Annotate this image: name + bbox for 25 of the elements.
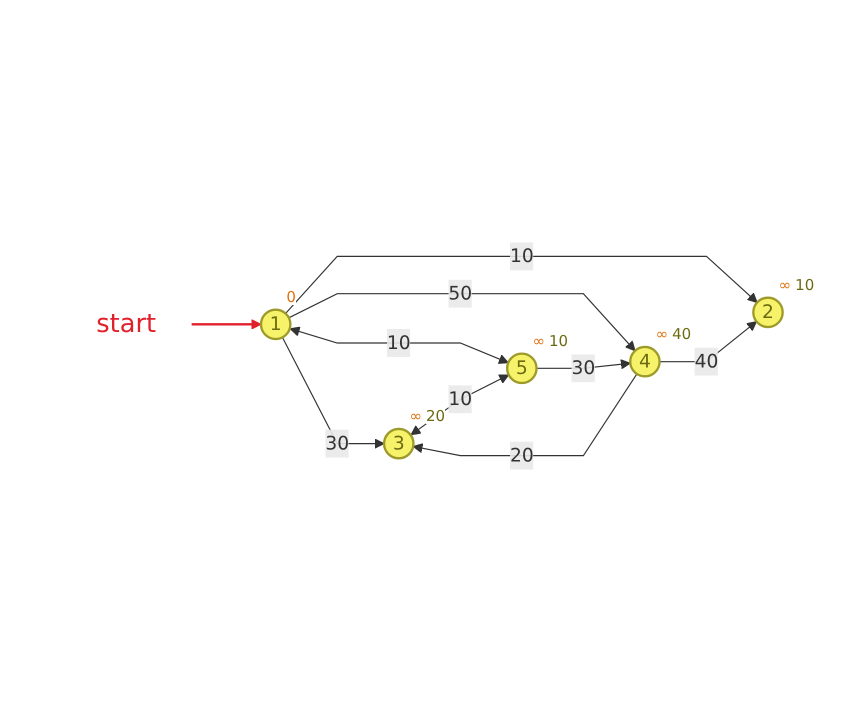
edge-label: 40: [694, 350, 718, 372]
arrow: [191, 319, 262, 330]
node-circle: 5: [506, 352, 538, 384]
distance-note: 20: [426, 408, 446, 424]
edge-label: 50: [448, 282, 472, 304]
distance-note: 0: [286, 290, 296, 305]
node-circle: 3: [382, 428, 415, 460]
node-circle: 4: [629, 346, 661, 378]
node-text: start: [96, 310, 156, 339]
arrow: [660, 321, 757, 362]
node-circle: 1: [260, 308, 292, 340]
arrow: [412, 374, 638, 456]
distance-note: 10: [549, 334, 568, 349]
edge-label: 30: [325, 432, 350, 454]
edge-label: 10: [386, 331, 411, 354]
edge-label: 30: [572, 356, 596, 379]
edge-label: 10: [448, 388, 472, 410]
node-circle: 2: [752, 296, 784, 328]
arrow: [288, 293, 636, 352]
arrow: [290, 326, 509, 364]
edge-label: 10: [510, 244, 534, 267]
distance-note: 40: [672, 326, 692, 342]
edge-label: 20: [510, 444, 534, 466]
distance-note: 10: [795, 278, 814, 293]
arrow: [410, 374, 510, 436]
